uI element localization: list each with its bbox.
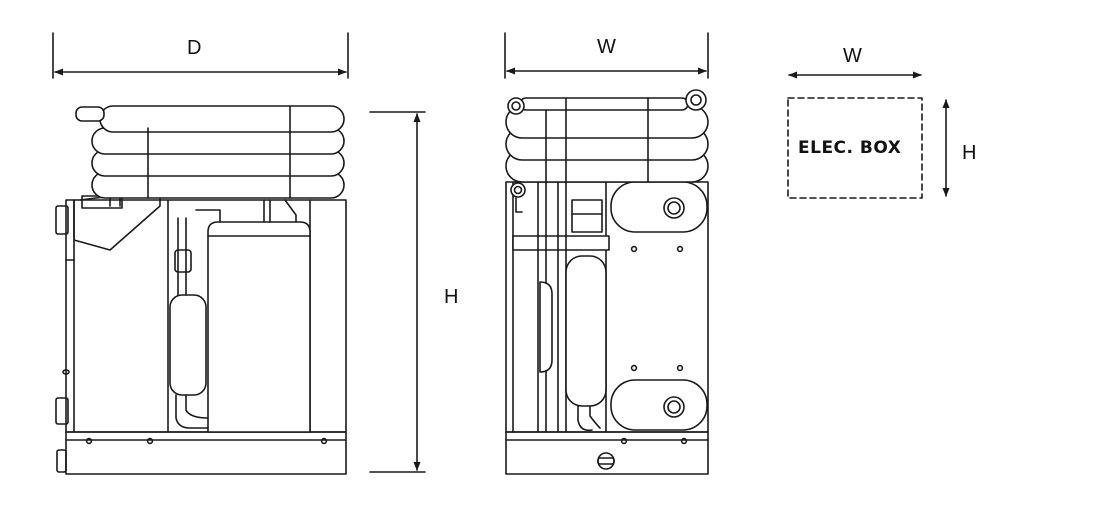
elec-box-width-label: W: [843, 45, 862, 67]
front-condenser-coil: [505, 89, 709, 183]
side-depth-dimension: [52, 32, 349, 79]
side-compressor: [207, 221, 311, 433]
elec-box-height-label: H: [962, 142, 977, 164]
side-condenser-coil: [75, 105, 345, 207]
side-view: [52, 32, 426, 475]
side-fittings: [55, 194, 161, 425]
side-receiver: [169, 199, 297, 429]
elec-box-outline: [787, 97, 923, 199]
elec-box-label: ELEC. BOX: [798, 138, 902, 158]
front-mounting-plate: [610, 181, 708, 431]
side-base: [56, 431, 347, 475]
front-width-label: W: [597, 36, 616, 58]
side-height-dimension: [369, 111, 426, 473]
side-height-label: H: [444, 286, 459, 308]
front-base: [505, 431, 709, 475]
side-depth-label: D: [187, 37, 202, 59]
front-view: [504, 32, 709, 475]
elec-box-view: [787, 71, 950, 199]
front-width-dimension: [504, 32, 709, 79]
front-internal-piping: [510, 181, 610, 433]
